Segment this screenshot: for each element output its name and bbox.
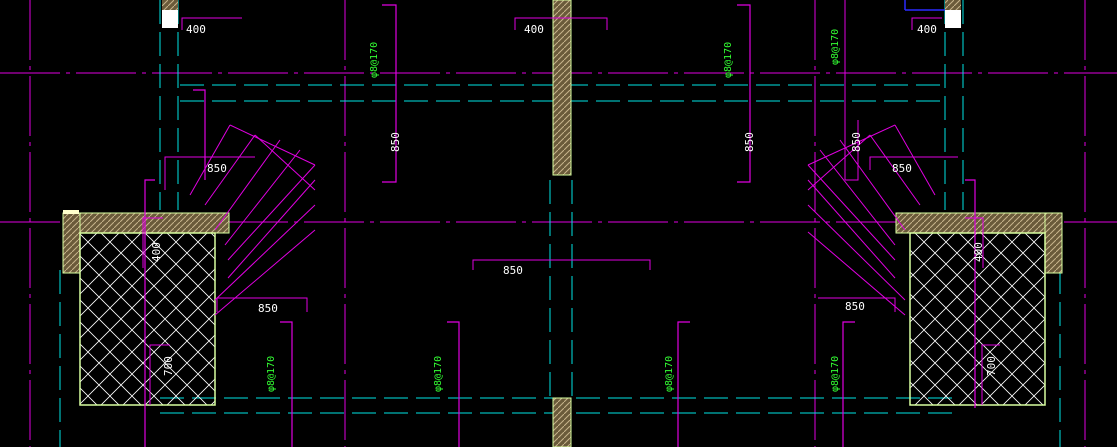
diagonal-rebar-left [189, 124, 316, 316]
right-column [895, 212, 1063, 406]
top-right-marker [945, 10, 961, 28]
diagonal-rebar-right [807, 124, 936, 316]
dim-v-400-right: 400 [972, 242, 985, 262]
rebar-bottom-1: φ8@170 [266, 356, 277, 392]
dim-v-850-right: 850 [850, 132, 863, 152]
dim-left-850: 850 [207, 162, 227, 175]
dim-top-mid-400: 400 [524, 23, 544, 36]
rebar-bottom-2: φ8@170 [433, 356, 444, 392]
top-right-column-stub [945, 0, 961, 10]
top-left-marker [162, 10, 178, 28]
top-left-column-stub [162, 0, 178, 10]
left-column [62, 210, 230, 406]
dim-right-lower-850: 850 [845, 300, 865, 313]
dim-v-700-right: 700 [985, 356, 998, 376]
dimension-brackets [142, 17, 1000, 405]
dim-left-lower-850: 850 [258, 302, 278, 315]
rebar-bottom-3: φ8@170 [664, 356, 675, 392]
top-center-column [552, 0, 572, 176]
rebar-labels: φ8@170 φ8@170 φ8@170 φ8@170 φ8@170 φ8@17… [266, 29, 841, 392]
dim-right-850: 850 [892, 162, 912, 175]
rebar-brackets [144, 4, 976, 447]
rebar-top-left: φ8@170 [369, 42, 380, 78]
rebar-top-right: φ8@170 [830, 29, 841, 65]
rebar-top-midright: φ8@170 [723, 42, 734, 78]
dim-v-700-left: 700 [162, 356, 175, 376]
dim-center-850: 850 [503, 264, 523, 277]
dim-v-400-left: 400 [150, 242, 163, 262]
bottom-center-column [552, 397, 572, 447]
dimension-labels: 400 400 400 850 850 850 850 850 850 850 … [150, 23, 998, 376]
dim-v-850-midright: 850 [743, 132, 756, 152]
dim-top-right-400: 400 [917, 23, 937, 36]
rebar-bottom-4: φ8@170 [830, 356, 841, 392]
dim-v-850-left: 850 [389, 132, 402, 152]
dim-top-left-400: 400 [186, 23, 206, 36]
